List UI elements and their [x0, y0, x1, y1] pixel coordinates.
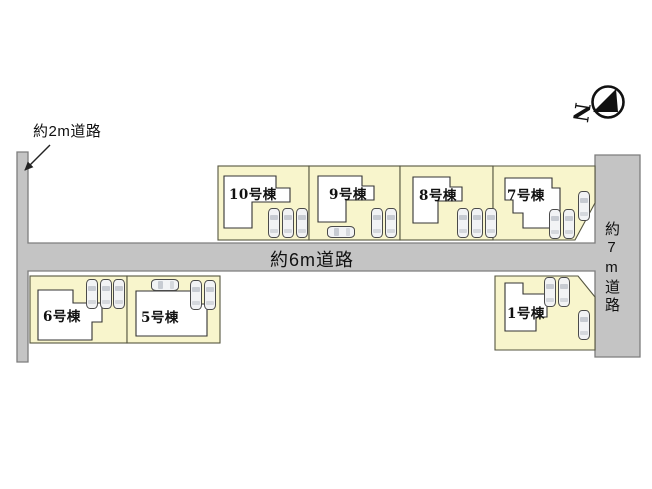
car-icon [113, 279, 125, 309]
car-icon [268, 208, 280, 238]
car-icon [578, 310, 590, 340]
car-icon [563, 209, 575, 239]
car-icon [485, 208, 497, 238]
car-icon [100, 279, 112, 309]
lot-6-label: 6号棟 [43, 309, 81, 325]
roads-shape [16, 151, 641, 363]
car-icon [457, 208, 469, 238]
car-icon [578, 191, 590, 221]
car-icon [86, 279, 98, 309]
lot-8-label: 8号棟 [419, 188, 457, 204]
house-9-footprint [317, 175, 375, 223]
car-icon [190, 280, 202, 310]
compass-north-letter: N [567, 101, 596, 124]
car-icon [544, 277, 556, 307]
lot-9-label: 9号棟 [329, 187, 367, 203]
car-icon [296, 208, 308, 238]
house-7-footprint [504, 177, 561, 229]
car-icon [151, 279, 179, 291]
house-6-footprint [37, 289, 103, 341]
car-icon [471, 208, 483, 238]
road-label-7m: 約7m道路 [603, 221, 620, 315]
house-8-footprint [412, 176, 463, 224]
car-icon [204, 280, 216, 310]
arrow-icon [24, 144, 51, 171]
lot-10-label: 10号棟 [229, 187, 277, 203]
lot-1-label: 1号棟 [507, 306, 545, 322]
lot-5-label: 5号棟 [141, 310, 179, 326]
car-icon [327, 226, 355, 238]
car-icon [558, 277, 570, 307]
car-icon [371, 208, 383, 238]
lot-7-label: 7号棟 [507, 188, 545, 204]
car-icon [385, 208, 397, 238]
road-label-2m: 約2m道路 [33, 123, 102, 140]
house-1-footprint [504, 282, 548, 332]
car-icon [282, 208, 294, 238]
house-10-footprint [223, 175, 291, 229]
compass-north-icon [591, 85, 625, 119]
road-label-6m: 約6m道路 [270, 250, 355, 270]
car-icon [549, 209, 561, 239]
